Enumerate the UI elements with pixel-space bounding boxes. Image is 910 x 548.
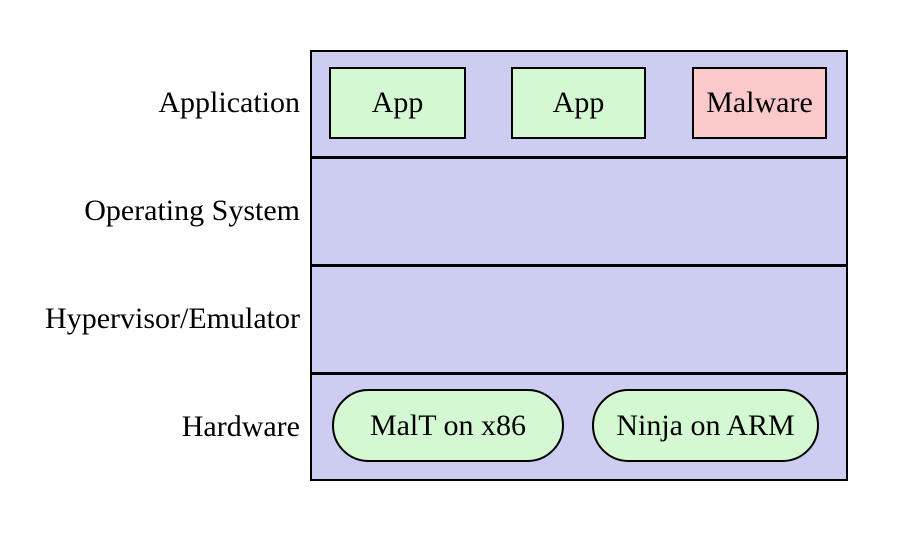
separator-os-hypervisor <box>312 264 846 267</box>
layer-label-hypervisor-emulator: Hypervisor/Emulator <box>45 302 300 335</box>
separator-hypervisor-hardware <box>312 372 846 375</box>
layer-stack-box: App App Malware MalT on x86 Ninja on ARM <box>310 50 848 481</box>
hardware-pill-ninja-arm: Ninja on ARM <box>592 389 819 462</box>
separator-application-os <box>312 156 846 159</box>
app-box-1: App <box>329 67 466 139</box>
malware-box: Malware <box>692 67 827 139</box>
layer-label-operating-system: Operating System <box>84 194 300 227</box>
layer-label-hardware: Hardware <box>181 410 300 443</box>
hardware-pill-malt-x86: MalT on x86 <box>332 389 564 462</box>
app-box-2: App <box>511 67 646 139</box>
layer-label-application: Application <box>158 86 300 119</box>
